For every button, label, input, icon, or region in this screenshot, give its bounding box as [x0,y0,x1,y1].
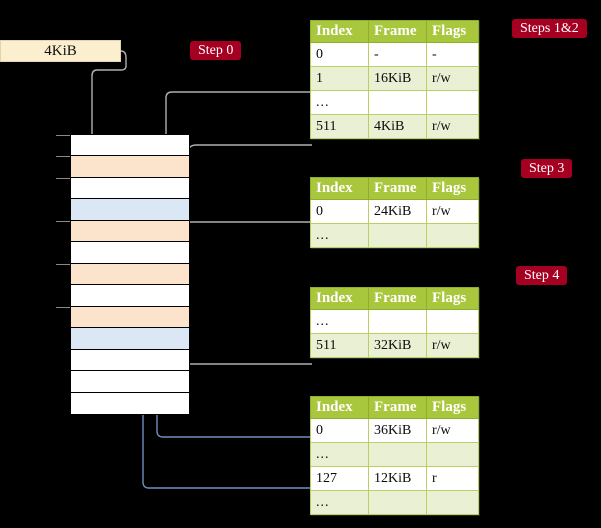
memory-frame-row [71,135,189,157]
cell-index: ... [310,490,369,515]
frame-box-4kib: 4KiB [0,40,121,62]
cell-flags: - [426,42,479,67]
memory-frame-row [71,285,189,307]
wire-table3-row511-out [170,316,312,365]
step-badge-step-4: Step 4 [516,266,568,285]
column-header-index: Index [310,396,369,419]
cell-frame: 12KiB [368,466,427,491]
column-header-index: Index [310,177,369,200]
cell-index: 511 [310,114,369,139]
memory-frame-row [71,328,189,350]
step-badge-steps-1-2: Steps 1&2 [512,19,587,38]
cell-index: 511 [310,333,369,358]
cell-flags [426,90,479,115]
wire-step0-frame-to-memory [91,50,127,149]
column-header-frame: Frame [368,287,427,310]
cell-frame [368,309,427,334]
memory-frame-row [71,242,189,264]
cell-frame: 32KiB [368,333,427,358]
column-header-index: Index [310,287,369,310]
cell-frame: 4KiB [368,114,427,139]
memory-frame-row [71,371,189,393]
step-badge-step-0: Step 0 [190,41,242,60]
column-header-index: Index [310,20,369,43]
cell-frame: - [368,42,427,67]
cell-flags: r/w [426,333,479,358]
cell-frame [368,442,427,467]
table-row[interactable]: ... [310,223,479,248]
cell-flags [426,309,479,334]
cell-index: ... [310,223,369,248]
memory-row-tick [56,263,70,265]
memory-row-tick [56,177,70,179]
table-row[interactable]: 0-- [310,42,479,67]
cell-index: 0 [310,42,369,67]
cell-flags [426,490,479,515]
cell-flags: r/w [426,114,479,139]
cell-index: 1 [310,66,369,91]
memory-frame-row [71,220,189,243]
step-badge-step-3: Step 3 [521,159,573,178]
column-header-frame: Frame [368,177,427,200]
cell-frame: 24KiB [368,199,427,224]
column-header-flags: Flags [426,177,479,200]
cell-flags [426,223,479,248]
table-row[interactable]: ... [310,309,479,334]
memory-frame-row [71,263,189,286]
cell-flags: r/w [426,418,479,443]
cell-index: 0 [310,199,369,224]
column-header-flags: Flags [426,396,479,419]
cell-flags [426,442,479,467]
cell-frame: 16KiB [368,66,427,91]
cell-index: ... [310,309,369,334]
cell-flags: r/w [426,199,479,224]
cell-frame [368,490,427,515]
memory-frame-row [71,349,189,372]
memory-frame-row [71,306,189,329]
cell-index: ... [310,90,369,115]
cell-index: 0 [310,418,369,443]
table-row[interactable]: ... [310,490,479,515]
memory-row-tick [56,306,70,308]
table-row[interactable]: ... [310,442,479,467]
frame-box-label: 4KiB [44,43,77,59]
memory-row-tick [56,220,70,222]
cell-frame [368,90,427,115]
memory-frame-row [71,177,189,200]
wire-table1-row511-out [187,144,312,151]
cell-frame: 36KiB [368,418,427,443]
memory-frame-row [71,392,189,414]
physical-memory-column [70,134,190,415]
cell-flags: r/w [426,66,479,91]
cell-index: ... [310,442,369,467]
cell-flags: r [426,466,479,491]
memory-row-tick [56,135,70,136]
memory-frame-row [71,199,189,221]
column-header-frame: Frame [368,396,427,419]
table-row[interactable]: ... [310,90,479,115]
column-header-frame: Frame [368,20,427,43]
cell-index: 127 [310,466,369,491]
column-header-flags: Flags [426,287,479,310]
column-header-flags: Flags [426,20,479,43]
memory-row-tick [56,156,70,158]
memory-frame-row [71,156,189,178]
cell-frame [368,223,427,248]
